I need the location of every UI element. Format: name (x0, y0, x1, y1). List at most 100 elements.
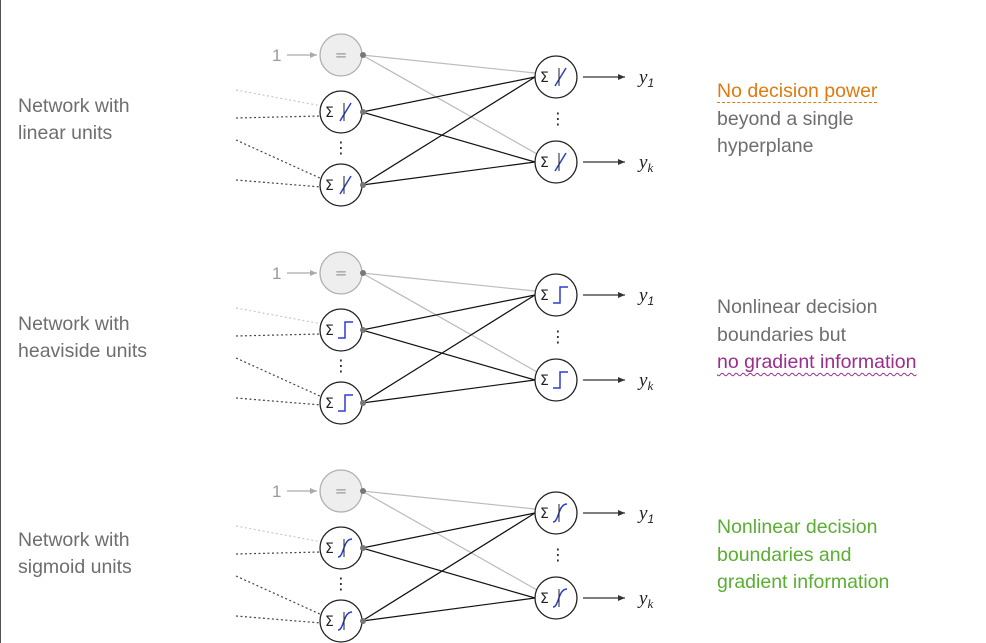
input-line (235, 333, 322, 337)
description-heaviside: Nonlinear decision boundaries but no gra… (717, 294, 916, 377)
output-label-yk: yk (637, 588, 653, 611)
description-line: Nonlinear decision (717, 516, 878, 538)
bias-edge (361, 54, 538, 155)
row-label-line2: sigmoid units (18, 556, 132, 578)
sum-symbol: Σ (325, 614, 334, 630)
bias-input-label: 1 (272, 482, 281, 501)
weight-edge (361, 512, 536, 549)
sum-symbol: Σ (325, 541, 334, 557)
output-unit: Σ (534, 55, 578, 99)
hidden-unit: Σ (319, 308, 363, 352)
bias-input-label: 1 (272, 264, 281, 283)
weight-edge (361, 294, 536, 331)
description-line: boundaries but (717, 323, 847, 346)
node-dot (360, 182, 366, 188)
input-line (235, 397, 322, 406)
bias-edge (361, 54, 536, 74)
output-label-y1: y1 (637, 67, 654, 90)
weight-edge (361, 294, 536, 404)
description-highlight: no gradient information (717, 351, 917, 373)
node-dot (360, 488, 366, 494)
vertical-ellipsis: ⋮ (333, 356, 349, 375)
description-line: Nonlinear decision (717, 296, 878, 318)
sum-symbol: Σ (325, 323, 334, 339)
output-unit: Σ (534, 576, 578, 620)
input-line (235, 89, 323, 107)
weight-edge (361, 76, 536, 186)
node-dot (360, 327, 366, 333)
output-unit: Σ (534, 358, 578, 402)
sum-symbol: Σ (540, 373, 549, 389)
input-line (235, 575, 323, 616)
heaviside-activation-icon (553, 371, 568, 389)
row-label-line1: Network with (18, 529, 130, 551)
description-highlight: No decision power (717, 80, 878, 103)
bias-symbol: = (335, 46, 348, 64)
node-dot (360, 618, 366, 624)
description-line: beyond a single (717, 107, 854, 130)
hidden-unit: Σ (319, 526, 363, 570)
heaviside-activation-icon (338, 394, 353, 412)
input-line (235, 357, 323, 398)
linear-activation-icon (554, 67, 567, 87)
weight-edge (361, 76, 536, 113)
node-dot (360, 270, 366, 276)
description-line: boundaries and (717, 543, 852, 566)
row-label-line1: Network with (18, 313, 130, 335)
left-border (0, 0, 1, 643)
sum-symbol: Σ (540, 288, 549, 304)
vertical-ellipsis: ⋮ (333, 574, 349, 593)
row-label-sigmoid: Network with sigmoid units (18, 527, 132, 581)
sum-symbol: Σ (540, 506, 549, 522)
sum-symbol: Σ (540, 155, 549, 171)
hidden-unit: Σ (319, 381, 363, 425)
unit-circle (534, 358, 578, 402)
bias-edge (361, 490, 536, 510)
bias-input-label: 1 (272, 46, 281, 65)
unit-circle (534, 576, 578, 620)
output-unit: Σ (534, 273, 578, 317)
description-line: gradient information (717, 571, 890, 593)
heaviside-activation-icon (553, 286, 568, 304)
heaviside-activation-icon (338, 321, 353, 339)
bias-edge (361, 272, 536, 292)
unit-circle (534, 140, 578, 184)
description-sigmoid: Nonlinear decision boundaries and gradie… (717, 514, 889, 597)
description-linear: No decision power beyond a single hyperp… (717, 78, 878, 161)
weight-edge (361, 161, 536, 186)
bias-symbol: = (335, 482, 348, 500)
sum-symbol: Σ (540, 591, 549, 607)
output-unit: Σ (534, 491, 578, 535)
weight-edge (361, 547, 536, 599)
vertical-ellipsis: ⋮ (550, 545, 566, 564)
sum-symbol: Σ (325, 178, 334, 194)
sum-symbol: Σ (325, 396, 334, 412)
sum-symbol: Σ (325, 105, 334, 121)
row-label-line2: heaviside units (18, 340, 147, 362)
row-label-line2: linear units (18, 122, 113, 144)
input-line (235, 525, 323, 543)
description-line: hyperplane (717, 135, 814, 157)
bias-edge (361, 490, 538, 591)
weight-edge (361, 512, 536, 622)
linear-activation-icon (339, 175, 352, 195)
vertical-ellipsis: ⋮ (333, 138, 349, 157)
hidden-unit: Σ (319, 163, 363, 207)
vertical-ellipsis: ⋮ (550, 327, 566, 346)
weight-edge (361, 329, 536, 381)
output-unit: Σ (534, 140, 578, 184)
row-label-line1: Network with (18, 95, 130, 117)
node-dot (360, 400, 366, 406)
hidden-unit: Σ (319, 599, 363, 643)
bias-symbol: = (335, 264, 348, 282)
output-label-y1: y1 (637, 285, 654, 308)
bias-edge (361, 272, 538, 373)
input-line (235, 139, 323, 180)
node-dot (360, 109, 366, 115)
unit-circle (534, 273, 578, 317)
